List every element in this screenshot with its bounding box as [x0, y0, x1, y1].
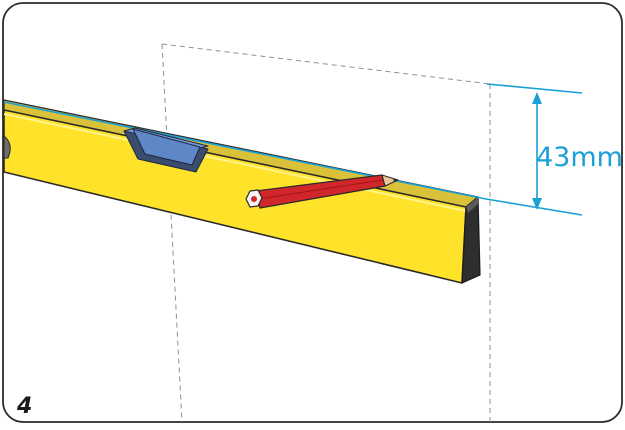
level-top-edge-line	[3, 101, 487, 200]
dashed-guide-outline	[161, 43, 491, 423]
bubble-vial-icon	[123, 127, 209, 173]
level-hanging-hole	[3, 134, 11, 159]
arrow-up-icon	[532, 92, 542, 104]
dimension-extension-bottom	[485, 198, 583, 216]
level-endcap-top	[466, 197, 478, 213]
dimension-label: 43mm	[536, 142, 623, 173]
level-highlight	[3, 113, 467, 212]
arrow-down-icon	[532, 198, 542, 210]
dimension-extension-top	[486, 83, 583, 94]
level-endcap	[461, 196, 481, 284]
dimension-indicator: 43mm	[485, 83, 623, 216]
pencil-icon	[245, 174, 399, 209]
step-number: 4	[16, 394, 32, 419]
